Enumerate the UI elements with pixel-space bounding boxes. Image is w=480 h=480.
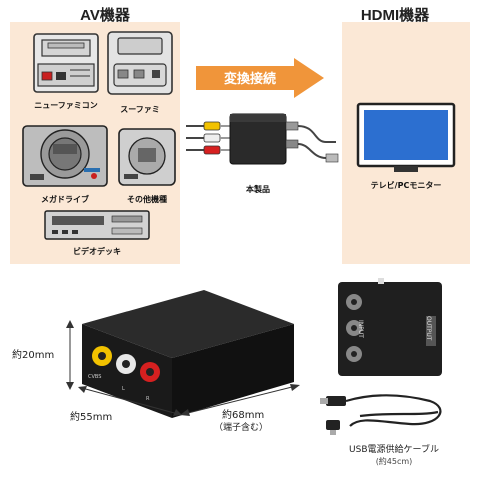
- famicom-illustration: [30, 30, 102, 96]
- mega-drive-label: メガドライブ: [41, 195, 89, 204]
- height-dimension: 約20mm: [12, 350, 55, 361]
- product-label: 本製品: [246, 185, 270, 194]
- usb-cable-length: (約45cm): [375, 457, 413, 466]
- width-dimension-line: [78, 384, 184, 418]
- product-photo: [68, 286, 298, 420]
- famicom-label: ニューファミコン: [34, 101, 98, 110]
- photo-l-label: L: [122, 386, 125, 392]
- side-input-label: INPUT: [357, 320, 364, 338]
- side-output-label: OUTPUT: [425, 316, 432, 341]
- vcr-label: ビデオデッキ: [73, 247, 121, 256]
- other-console-illustration: [116, 126, 178, 188]
- height-dimension-line: [60, 320, 80, 390]
- product-with-cables: [186, 108, 342, 178]
- vcr-illustration: [42, 208, 152, 242]
- tv-label: テレビ/PCモニター: [370, 181, 442, 190]
- mega-drive-illustration: [20, 122, 110, 190]
- super-famicom-label: スーファミ: [120, 105, 160, 114]
- usb-cable-illustration: [320, 386, 454, 438]
- other-console-label: その他機種: [127, 195, 167, 204]
- photo-cvbs-label: CVBS: [88, 374, 102, 380]
- depth-note: （端子含む）: [214, 423, 269, 433]
- usb-cable-name: USB電源供給ケーブル: [349, 445, 439, 455]
- hdmi-devices-header: HDMI機器: [360, 7, 430, 24]
- photo-r-label: R: [146, 396, 150, 402]
- conversion-arrow: [196, 58, 324, 98]
- super-famicom-illustration: [104, 28, 176, 98]
- tv-illustration: [354, 102, 458, 176]
- av-devices-header: AV機器: [80, 7, 130, 24]
- depth-dimension: 約68mm: [222, 410, 265, 421]
- product-side-view: [334, 278, 446, 380]
- conversion-label: 変換接続: [223, 72, 276, 87]
- width-dimension: 約55mm: [70, 412, 113, 423]
- depth-dimension-line: [180, 382, 300, 418]
